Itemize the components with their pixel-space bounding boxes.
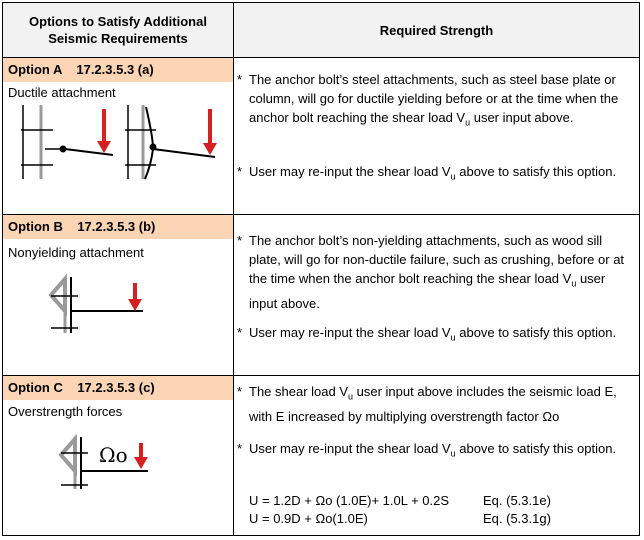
bullet-text: User may re-input the shear load V [249, 325, 451, 340]
equation-1-ref: Eq. (5.3.1e) [483, 493, 551, 508]
option-a-label: Option A 17.2.3.5.3 (a) [3, 58, 233, 82]
bullet-text: above to satisfy this option. [455, 325, 617, 340]
header-required-strength: Required Strength [234, 3, 639, 57]
bullet-star: * [237, 325, 243, 340]
bullet-text: The shear load V [249, 384, 349, 399]
ductile-attachment-figure [21, 105, 217, 180]
bullet-text: User may re-input the shear load V [249, 441, 451, 456]
bullet-star: * [237, 384, 243, 399]
bullet-text: The anchor bolt’s steel attachments, suc… [249, 72, 619, 125]
bullet-star: * [237, 164, 243, 179]
option-b-label: Option B 17.2.3.5.3 (b) [3, 215, 233, 239]
row-divider [3, 57, 639, 58]
bullet-text: user input above. [249, 271, 606, 311]
header-options-line2: Seismic Requirements [48, 31, 188, 46]
header-options-line1: Options to Satisfy Additional [29, 14, 207, 29]
option-c-label: Option C 17.2.3.5.3 (c) [3, 376, 233, 400]
subscript: u [348, 391, 354, 402]
subscript: u [571, 278, 577, 289]
nonyielding-attachment-figure [48, 273, 143, 333]
bullet-text: user input above includes the seismic lo… [249, 384, 617, 424]
bullet-star: * [237, 72, 243, 87]
bullet-text: above to satisfy this option. [455, 441, 617, 456]
bullet-text: The anchor bolt’s non-yielding attachmen… [249, 233, 625, 286]
option-c-desc: Overstrength forces [8, 404, 123, 419]
column-divider [233, 3, 234, 535]
subscript: u [450, 448, 456, 459]
equation-2-ref: Eq. (5.3.1g) [483, 511, 551, 526]
subscript: u [450, 332, 456, 343]
option-b-desc: Nonyielding attachment [8, 245, 144, 260]
option-a-desc: Ductile attachment [8, 85, 116, 100]
bullet-text: above to satisfy this option. [455, 164, 617, 179]
subscript: u [450, 171, 456, 182]
bullet-text: User may re-input the shear load V [249, 164, 451, 179]
omega-symbol: Ωo [99, 443, 128, 467]
subscript: u [465, 117, 471, 128]
bullet-text: user input above. [470, 110, 574, 125]
bullet-star: * [237, 233, 243, 248]
overstrength-figure [58, 433, 148, 489]
equation-2: U = 0.9D + Ωo(1.0E) [249, 511, 368, 526]
bullet-star: * [237, 441, 243, 456]
row-divider [3, 375, 639, 376]
equation-1: U = 1.2D + Ωo (1.0E)+ 1.0L + 0.2S [249, 493, 450, 508]
row-divider [3, 214, 639, 215]
